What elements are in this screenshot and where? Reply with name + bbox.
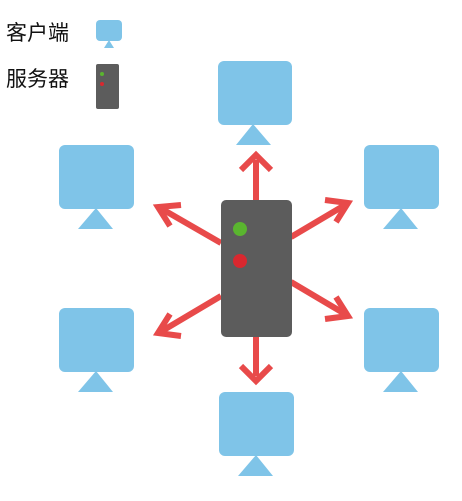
server-icon [221, 200, 292, 337]
client-lower-left [59, 308, 134, 392]
client-top [218, 61, 292, 145]
client-lower-right [364, 308, 439, 392]
legend-server-label: 服务器 [6, 67, 69, 91]
arrow-lower-left [152, 293, 223, 339]
legend-server-icon [96, 64, 119, 109]
arrow-upper-right [289, 197, 354, 240]
client-upper-right [364, 145, 439, 229]
legend-client-icon [96, 20, 122, 48]
server-led-red [233, 254, 247, 268]
arrow-lower-right [289, 279, 354, 322]
client-upper-left [59, 145, 134, 229]
arrow-top [238, 150, 274, 200]
client-bottom [219, 392, 294, 476]
legend-client-label: 客户端 [6, 21, 69, 45]
arrow-bottom [238, 336, 274, 386]
server-led-green [233, 222, 247, 236]
arrow-upper-left [152, 202, 223, 246]
arrows [152, 150, 354, 386]
